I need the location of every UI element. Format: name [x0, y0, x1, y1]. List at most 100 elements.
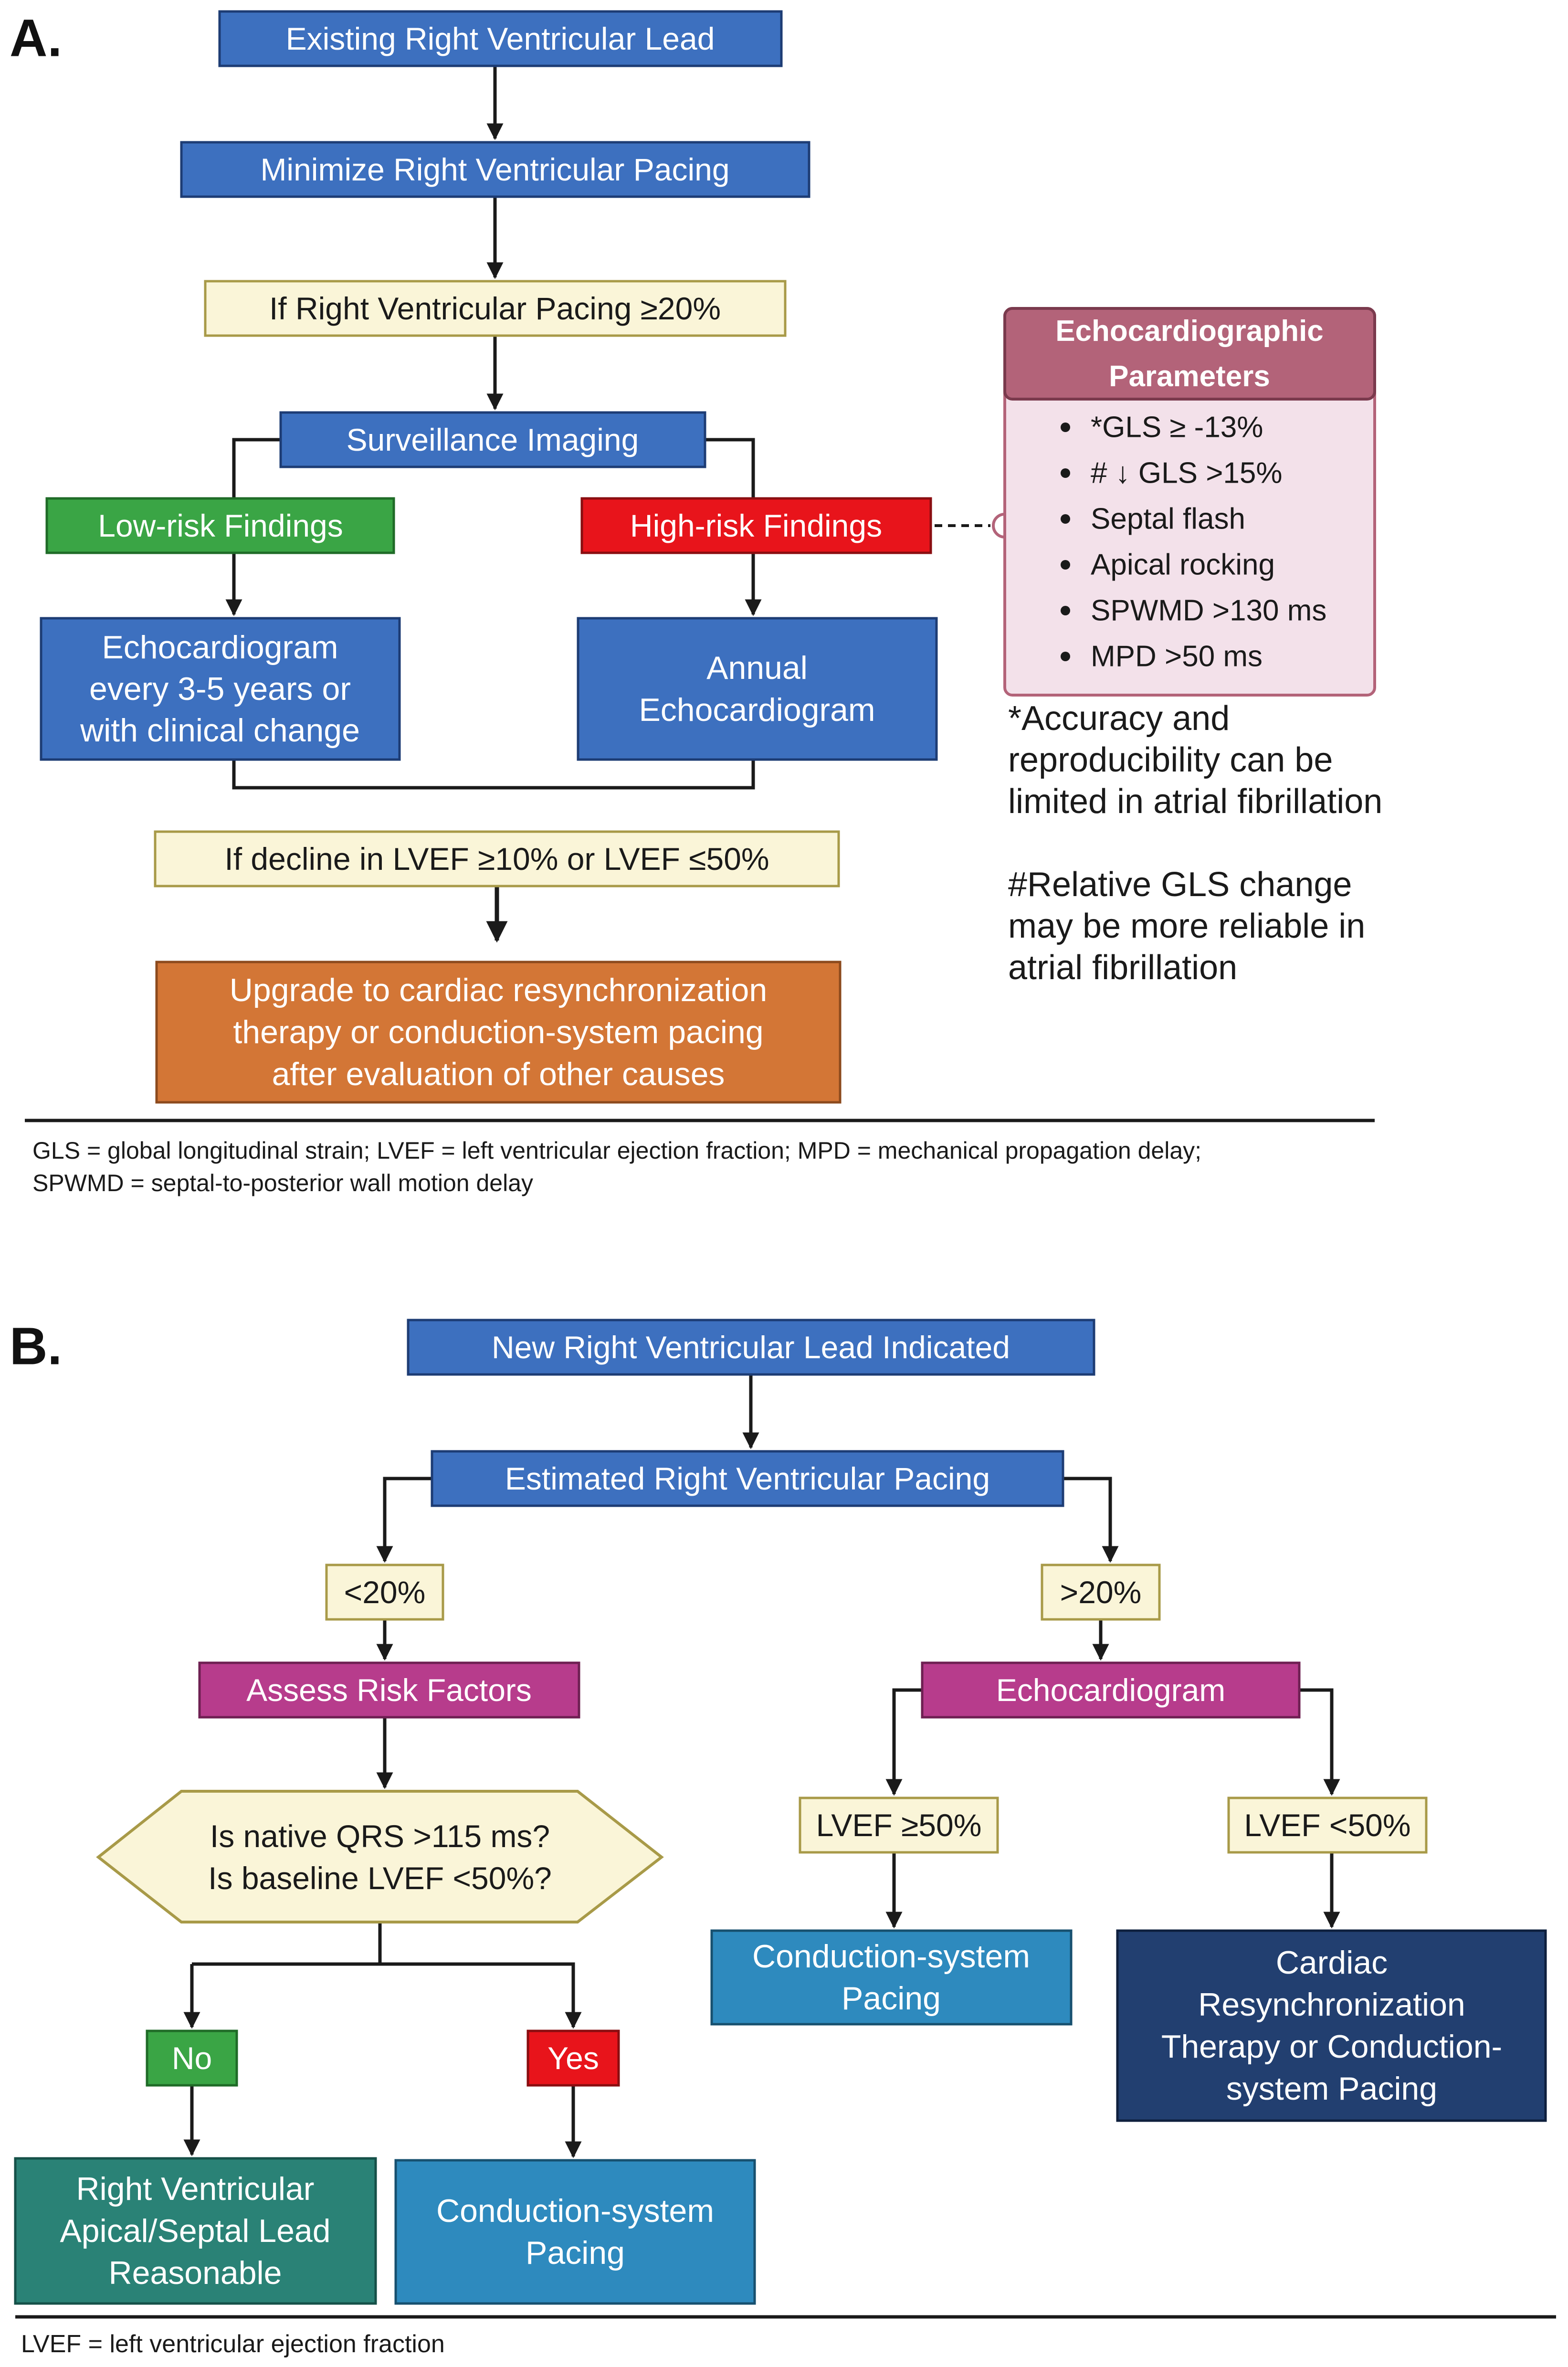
crt-or-csp-line-2: Resynchronization [1198, 1987, 1465, 2023]
echo-param-bullet [1061, 423, 1070, 432]
echo-param-bullet [1061, 560, 1070, 570]
text-layer: A. Existing Right Ventricular LeadMinimiz… [10, 9, 1502, 2358]
csp-right-box [710, 1929, 1073, 2026]
echo-param-bullet [1061, 468, 1070, 478]
crt-or-csp-line-1: Cardiac [1276, 1944, 1388, 1981]
csp-right-line-1: Conduction-system [752, 1938, 1030, 1975]
lvef-lt50-box [1227, 1796, 1428, 1854]
upgrade-line-1: Upgrade to cardiac resynchronization [230, 972, 767, 1008]
echo-param-item: Septal flash [1091, 503, 1245, 536]
annual-echo-line-1: Annual [706, 650, 808, 686]
if-pacing-box [204, 280, 787, 337]
estimated-pacing-box [431, 1450, 1064, 1507]
yes-box [526, 2029, 620, 2087]
annual-echo-box [577, 617, 938, 761]
arrow-estimated-to-gt20 [1063, 1477, 1119, 1563]
minimize-pacing-box [180, 141, 810, 198]
question-diamond [96, 1790, 664, 1923]
arrow-split-to-yes [380, 1962, 582, 2029]
minimize-pacing-label: Minimize Right Ventricular Pacing [260, 152, 729, 187]
echo-param-bullet [1061, 514, 1070, 524]
no-box [146, 2029, 238, 2087]
lvef-ge50-label: LVEF ≥50% [816, 1807, 982, 1843]
rv-apical-box [14, 2157, 377, 2305]
echo-param-item: Apical rocking [1091, 549, 1275, 581]
echo-params-header [1003, 307, 1376, 401]
relative-gls-note-line-3: atrial fibrillation [1008, 949, 1237, 987]
yes-label: Yes [547, 2040, 599, 2076]
echo-interval-line-2: every 3-5 years or [89, 671, 351, 707]
upgrade-box [155, 961, 842, 1104]
existing-lead-box [218, 10, 783, 67]
line-merge-echo [232, 760, 755, 790]
lvef-decline-label: If decline in LVEF ≥10% or LVEF ≤50% [224, 841, 769, 877]
accuracy-note-line-2: reproducibility can be [1008, 741, 1333, 779]
echo-param-item: MPD >50 ms [1091, 640, 1263, 673]
rv-apical-line-1: Right Ventricular [76, 2171, 315, 2207]
new-lead-label: New Right Ventricular Lead Indicated [492, 1330, 1010, 1365]
low-risk-label: Low-risk Findings [98, 508, 343, 543]
lt20-box [325, 1564, 444, 1621]
csp-left-line-2: Pacing [526, 2235, 625, 2271]
accuracy-note-line-1: *Accuracy and [1008, 699, 1230, 738]
upgrade-line-3: after evaluation of other causes [272, 1056, 725, 1092]
echo-param-item: *GLS ≥ -13% [1091, 411, 1263, 444]
surveillance-label: Surveillance Imaging [347, 422, 639, 457]
crt-or-csp-line-3: Therapy or Conduction- [1161, 2029, 1502, 2065]
panel-b-letter: B. [10, 1317, 62, 1376]
gt20-box [1041, 1564, 1161, 1621]
assess-risk-box [198, 1661, 580, 1719]
assess-risk-label: Assess Risk Factors [246, 1672, 532, 1708]
estimated-pacing-label: Estimated Right Ventricular Pacing [505, 1461, 990, 1496]
accuracy-note-line-3: limited in atrial fibrillation [1008, 782, 1382, 821]
gt20-label: >20% [1060, 1574, 1142, 1610]
arrow-echo-to-lt50 [1299, 1688, 1340, 1796]
lt20-label: <20% [344, 1574, 426, 1610]
csp-right-line-2: Pacing [842, 1980, 941, 2017]
echocardiogram-b-label: Echocardiogram [996, 1672, 1226, 1708]
question-line-1: Is native QRS >115 ms? [210, 1818, 550, 1854]
panel-b-footnote: LVEF = left ventricular ejection fractio… [21, 2330, 445, 2358]
echo-interval-line-1: Echocardiogram [102, 629, 338, 666]
annual-echo-line-2: Echocardiogram [639, 692, 875, 728]
rv-apical-line-3: Reasonable [109, 2255, 282, 2291]
surveillance-box [279, 411, 706, 468]
crt-or-csp-line-4: system Pacing [1226, 2071, 1437, 2107]
line-surveillance-to-low [232, 438, 281, 498]
existing-lead-label: Existing Right Ventricular Lead [286, 21, 715, 56]
crt-or-csp-box [1116, 1929, 1547, 2122]
echo-param-bullet [1061, 606, 1070, 615]
upgrade-line-2: therapy or conduction-system pacing [233, 1014, 763, 1050]
echo-interval-box [40, 617, 401, 761]
csp-left-line-1: Conduction-system [436, 2193, 714, 2229]
arrow-echo-to-ge50 [885, 1688, 922, 1796]
high-risk-box [580, 497, 932, 554]
if-pacing-label: If Right Ventricular Pacing ≥20% [269, 291, 721, 326]
echo-params-title-line-2: Parameters [1109, 360, 1270, 393]
lvef-ge50-box [799, 1796, 999, 1854]
new-lead-box [407, 1319, 1095, 1376]
csp-left-box [394, 2159, 756, 2305]
panel-a-letter: A. [10, 9, 62, 68]
high-risk-label: High-risk Findings [630, 508, 882, 543]
line-question-split [192, 1922, 382, 1966]
arrow-estimated-to-lt20 [376, 1477, 432, 1563]
lvef-lt50-label: LVEF <50% [1244, 1807, 1410, 1843]
relative-gls-note-line-2: may be more reliable in [1008, 907, 1365, 945]
echo-param-bullet [1061, 652, 1070, 661]
low-risk-box [45, 497, 395, 554]
echocardiogram-b-box [921, 1661, 1301, 1719]
echo-interval-line-3: with clinical change [80, 712, 360, 749]
line-surveillance-to-high [705, 438, 755, 498]
lvef-decline-box [154, 830, 840, 888]
echo-param-item: SPWMD >130 ms [1091, 594, 1326, 627]
relative-gls-note-line-1: #Relative GLS change [1008, 866, 1352, 904]
echo-param-item: # ↓ GLS >15% [1091, 457, 1283, 490]
panel-a-footnote-line-1: GLS = global longitudinal strain; LVEF =… [32, 1137, 1201, 1164]
no-label: No [172, 2040, 212, 2076]
panel-a-footnote-line-2: SPWMD = septal-to-posterior wall motion … [32, 1170, 533, 1196]
question-line-2: Is baseline LVEF <50%? [208, 1860, 552, 1896]
echo-params-title-line-1: Echocardiographic [1055, 315, 1324, 348]
rv-apical-line-2: Apical/Septal Lead [60, 2213, 330, 2249]
